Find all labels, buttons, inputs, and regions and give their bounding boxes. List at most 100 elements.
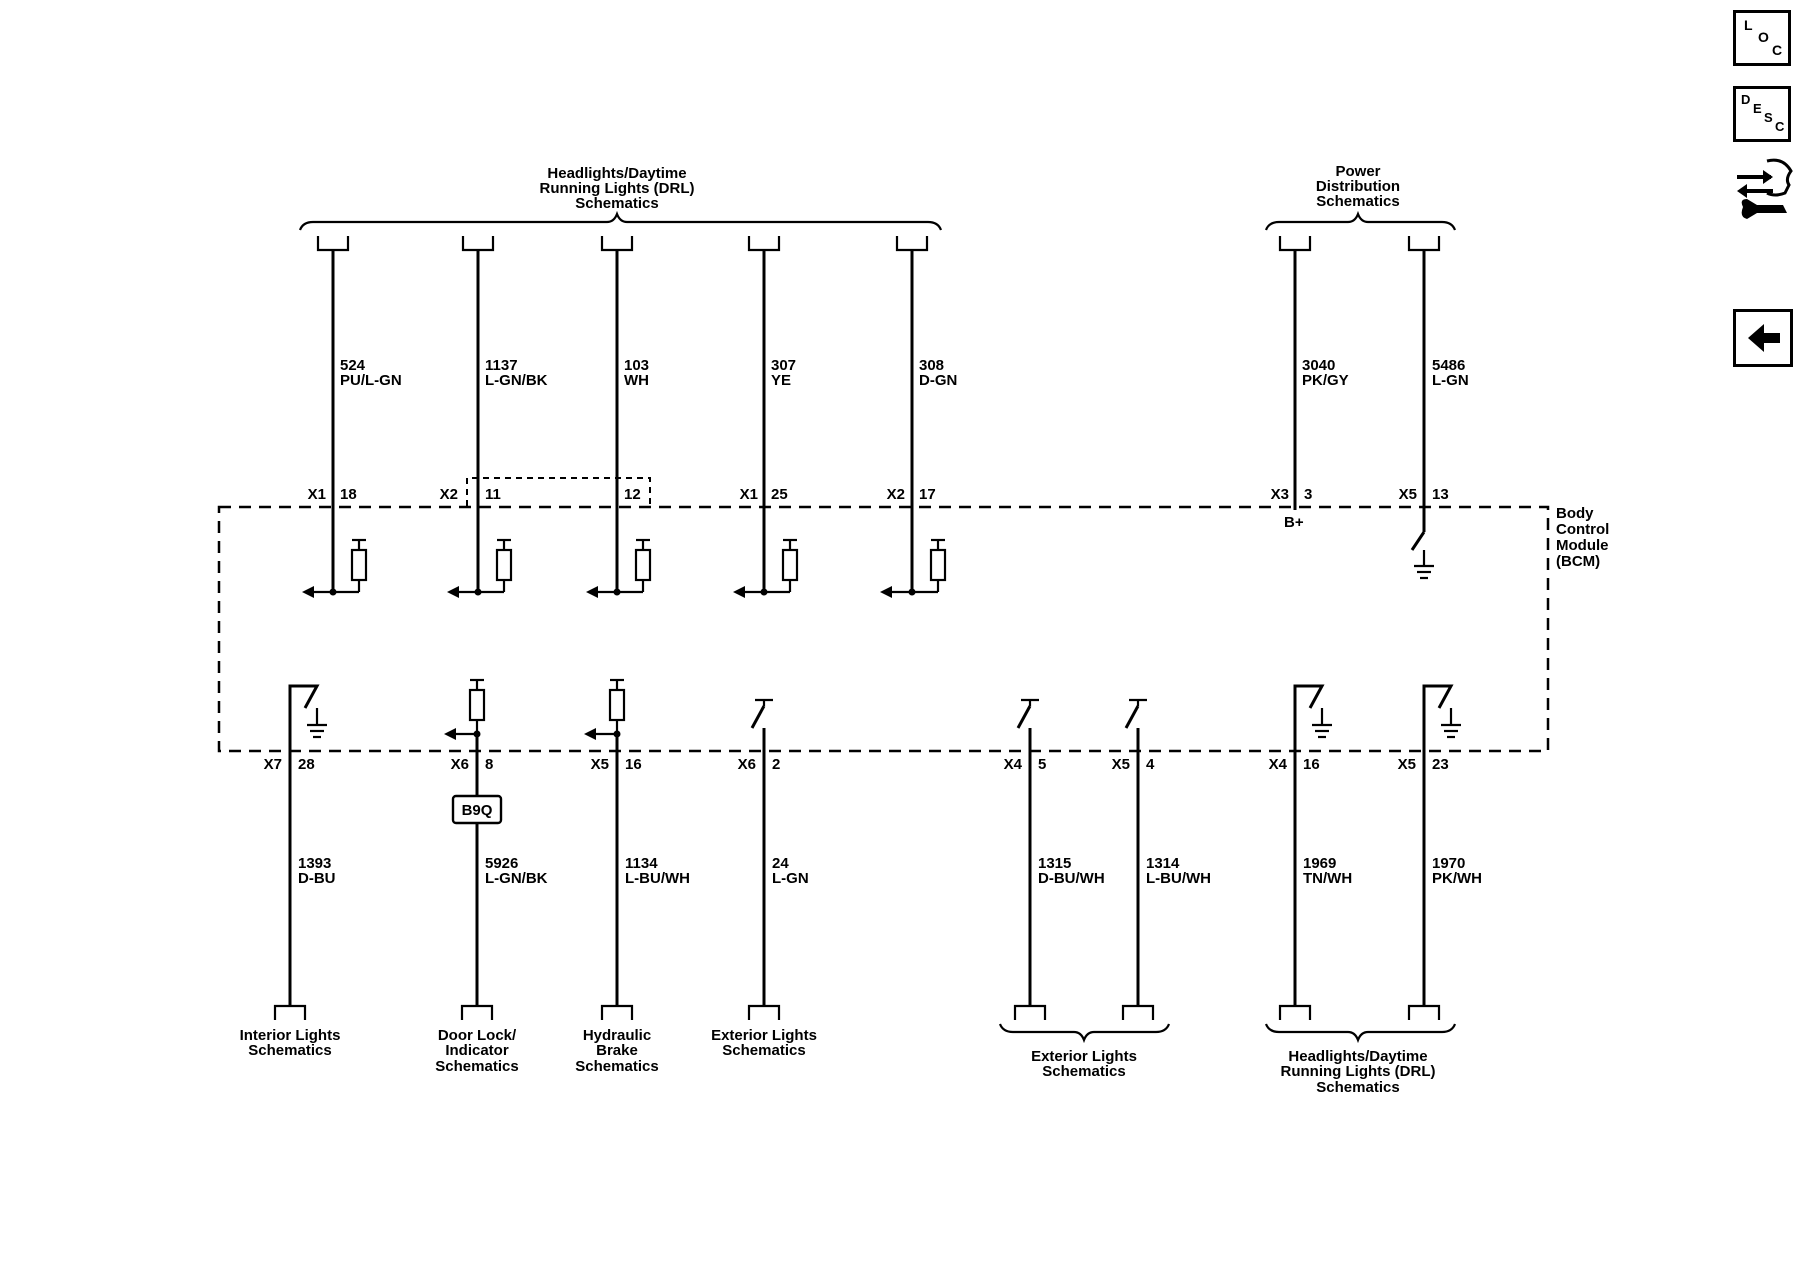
- pin-number: 16: [625, 756, 642, 773]
- module-label-line: Body: [1556, 505, 1594, 522]
- switch-contact: [1016, 705, 1032, 729]
- section-label-line: Schematics: [435, 1058, 518, 1075]
- wire-color: L-GN/BK: [485, 870, 548, 887]
- top-circuit-1137[interactable]: 1137 L-GN/BK X2 11: [440, 236, 548, 592]
- pin-number: 17: [919, 486, 936, 503]
- section-label-line: Schematics: [248, 1042, 331, 1059]
- location-button[interactable]: L O C: [1733, 10, 1791, 66]
- bottom-circuit-1969[interactable]: X4 16 1969 TN/WH: [1269, 684, 1353, 1020]
- connector-terminal: [1121, 1004, 1155, 1020]
- wire-color: PK/GY: [1302, 372, 1349, 389]
- switch-contact: [1124, 705, 1140, 729]
- pin-number: 18: [340, 486, 357, 503]
- bottom-circuit-24[interactable]: X6 2 24 L-GN: [738, 698, 809, 1020]
- connector-id: X2: [887, 486, 905, 503]
- loc-letter: O: [1758, 29, 1769, 45]
- bottom-label-hydraulic-brake[interactable]: Hydraulic Brake Schematics: [575, 1027, 658, 1075]
- desc-letter: D: [1741, 92, 1751, 107]
- connector-tool-button[interactable]: [1733, 155, 1795, 221]
- loc-letter: L: [1744, 17, 1753, 33]
- top-circuit-3040[interactable]: 3040 PK/GY X3 3 B+: [1271, 236, 1349, 531]
- connector-id: X6: [738, 756, 756, 773]
- circuit-number: 1314: [1146, 855, 1180, 872]
- pin-number: 4: [1146, 756, 1155, 773]
- bottom-label-exterior-lights-group[interactable]: Exterior Lights Schematics: [1031, 1048, 1137, 1080]
- wire: [288, 684, 320, 1005]
- top-left-brace: [298, 210, 943, 231]
- wire-color: PK/WH: [1432, 870, 1482, 887]
- bottom-circuit-1393[interactable]: X7 28 1393 D-BU: [264, 684, 336, 1020]
- bcm-module-label[interactable]: Body Control Module (BCM): [1556, 505, 1609, 570]
- circuit-number: 307: [771, 357, 796, 374]
- signal-arrow-icon: [302, 586, 314, 598]
- pullup-resistor: [350, 548, 368, 582]
- back-button[interactable]: [1733, 309, 1793, 367]
- circuit-number: 1969: [1303, 855, 1336, 872]
- connector-id: X6: [451, 756, 469, 773]
- input-circuit-12: [586, 538, 652, 598]
- connector-id: X1: [740, 486, 758, 503]
- section-label-line: Schematics: [722, 1042, 805, 1059]
- connector-terminal: [1278, 236, 1312, 252]
- section-label-line: Schematics: [575, 1058, 658, 1075]
- bottom-headlights-brace: [1264, 1023, 1457, 1044]
- ground-icon: [307, 723, 327, 739]
- circuit-number: 1393: [298, 855, 331, 872]
- top-right-section-label[interactable]: Power Distribution Schematics: [1316, 163, 1400, 210]
- section-label-line: Hydraulic: [583, 1027, 651, 1044]
- pullup-resistor: [468, 688, 486, 722]
- pin-number: 12: [624, 486, 641, 503]
- connector-id: X4: [1269, 756, 1288, 773]
- section-label-line: Brake: [596, 1042, 638, 1059]
- bottom-label-exterior-lights[interactable]: Exterior Lights Schematics: [711, 1027, 817, 1059]
- circuit-number: 1970: [1432, 855, 1465, 872]
- connector-id: X2: [440, 486, 458, 503]
- circuit-number: 1137: [485, 357, 518, 374]
- top-circuit-103[interactable]: 103 WH 12: [600, 236, 649, 592]
- wire-color: L-GN: [1432, 372, 1469, 389]
- module-label-line: Control: [1556, 521, 1609, 538]
- section-label-line: Door Lock/: [438, 1027, 517, 1044]
- bottom-circuit-5926[interactable]: B9Q X6 8 5926 L-GN/BK: [444, 678, 548, 1020]
- pin-number: 11: [485, 486, 501, 503]
- pin-number: 2: [772, 756, 780, 773]
- section-label-line: Interior Lights: [240, 1027, 341, 1044]
- section-label-line: Distribution: [1316, 178, 1400, 195]
- wire: [1422, 684, 1454, 1005]
- connector-terminal: [1407, 1004, 1441, 1020]
- input-circuit-11: [447, 538, 513, 598]
- bottom-label-interior-lights[interactable]: Interior Lights Schematics: [240, 1027, 341, 1059]
- description-button[interactable]: D E S C: [1733, 86, 1791, 142]
- component-label: B9Q: [462, 802, 493, 819]
- connector-terminal: [1013, 1004, 1047, 1020]
- switch-contact: [750, 705, 766, 729]
- top-circuit-524[interactable]: 524 PU/L-GN X1 18: [308, 236, 402, 592]
- top-circuit-307[interactable]: 307 YE X1 25: [740, 236, 796, 592]
- bottom-circuit-1315[interactable]: X4 5 1315 D-BU/WH: [1004, 698, 1105, 1020]
- top-circuit-5486[interactable]: X5 13 5486 L-GN: [1399, 236, 1469, 580]
- ground-icon: [1312, 723, 1332, 739]
- connector-terminal: [273, 1004, 307, 1020]
- wire-color: D-GN: [919, 372, 957, 389]
- shared-connector-outline: [466, 477, 651, 506]
- input-circuit-18: [302, 538, 368, 598]
- bottom-circuit-1970[interactable]: X5 23 1970 PK/WH: [1398, 684, 1482, 1020]
- signal-arrow-icon: [586, 586, 598, 598]
- pin-number: 8: [485, 756, 493, 773]
- connector-terminal: [600, 1004, 634, 1020]
- ground-icon: [1414, 564, 1434, 580]
- bottom-circuit-1134[interactable]: X5 16 1134 L-BU/WH: [584, 678, 690, 1020]
- bottom-label-door-lock[interactable]: Door Lock/ Indicator Schematics: [435, 1027, 518, 1075]
- bottom-label-headlights-drl[interactable]: Headlights/Daytime Running Lights (DRL) …: [1281, 1048, 1436, 1096]
- top-left-section-label[interactable]: Headlights/Daytime Running Lights (DRL) …: [540, 165, 695, 212]
- bplus-label: B+: [1284, 514, 1304, 531]
- bottom-circuit-1314[interactable]: X5 4 1314 L-BU/WH: [1112, 698, 1211, 1020]
- pullup-resistor: [634, 548, 652, 582]
- section-label-line: Schematics: [1042, 1063, 1125, 1080]
- connector-id: X5: [1112, 756, 1130, 773]
- connector-terminal: [460, 1004, 494, 1020]
- top-circuit-308[interactable]: 308 D-GN X2 17: [887, 236, 958, 592]
- circuit-number: 103: [624, 357, 649, 374]
- connector-id: X1: [308, 486, 326, 503]
- wire: [1293, 684, 1325, 1005]
